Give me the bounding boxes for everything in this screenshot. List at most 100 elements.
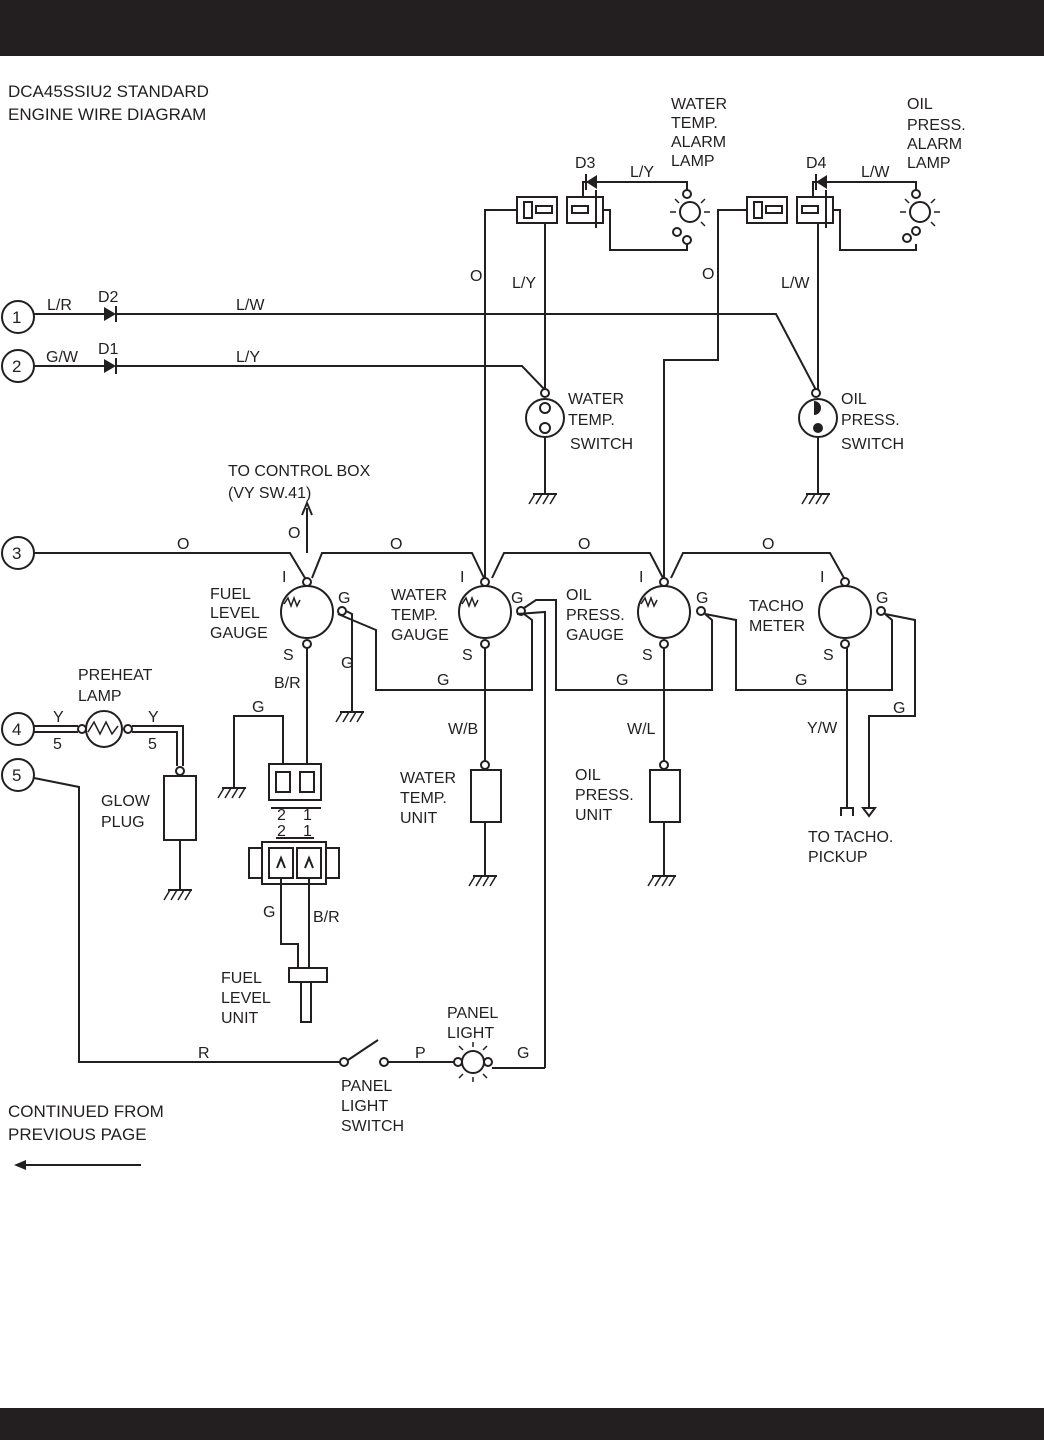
oil-press-gauge-label-2: PRESS. <box>566 607 625 624</box>
oil-gauge-terminal-i: I <box>639 569 643 586</box>
wire-label-riser-o1: O <box>470 268 482 285</box>
wire-label-ctrl-o: O <box>288 525 300 542</box>
wire-label-br-fuel-unit: B/R <box>313 909 340 926</box>
oil-press-unit-label-2: PRESS. <box>575 787 634 804</box>
diode-d4: D4 <box>806 155 827 172</box>
fuel-level-gauge-label-1: FUEL <box>210 586 251 603</box>
tacho-meter-label-2: METER <box>749 618 805 635</box>
wire-label-lamp-op: L/W <box>861 164 890 181</box>
water-temp-unit-label-1: WATER <box>400 770 456 787</box>
wire-label-bus-o4: O <box>762 536 774 553</box>
wire-label-wb: W/B <box>448 721 478 738</box>
glow-plug-label-2: PLUG <box>101 814 145 831</box>
oil-press-switch-label-2: PRESS. <box>841 412 900 429</box>
to-tacho-pickup-label-2: PICKUP <box>808 849 868 866</box>
continued-label-1: CONTINUED FROM <box>8 1102 164 1121</box>
wire-label-p: P <box>415 1045 426 1062</box>
wire-label-t1-line: L/W <box>236 297 265 314</box>
water-temp-switch-label-3: SWITCH <box>570 436 633 453</box>
wire-label-br-top: B/R <box>274 675 301 692</box>
connector-pin-1b: 1 <box>303 823 312 840</box>
oil-press-alarm-lamp-label-3: ALARM <box>907 136 962 153</box>
o-bus-line <box>34 552 845 579</box>
tacho-meter-label-1: TACHO <box>749 598 804 615</box>
fuel-gauge-terminal-g: G <box>338 590 350 607</box>
glow-plug-label-1: GLOW <box>101 793 151 810</box>
to-control-box-label-1: TO CONTROL BOX <box>228 463 371 480</box>
oil-press-unit <box>647 648 681 887</box>
oil-gauge-terminal-s: S <box>642 647 653 664</box>
wire-label-g-panel: G <box>517 1045 529 1062</box>
water-temp-gauge-label-2: TEMP. <box>391 607 438 624</box>
wire-label-riser-o2: O <box>702 266 714 283</box>
diode-d3: D3 <box>575 155 596 172</box>
wire-label-wl: W/L <box>627 721 656 738</box>
water-temp-gauge-label-3: GAUGE <box>391 627 449 644</box>
water-temp-gauge-label-1: WATER <box>391 587 447 604</box>
water-temp-alarm-lamp-label-1: WATER <box>671 96 727 113</box>
wire-label-t1-in: L/R <box>47 297 72 314</box>
wire-label-g-tacho: G <box>893 700 905 717</box>
preheat-lamp-label-1: PREHEAT <box>78 667 153 684</box>
oil-press-alarm-lamp-label-1: OIL <box>907 96 933 113</box>
water-gauge-terminal-g: G <box>511 590 523 607</box>
oil-press-gauge-label-1: OIL <box>566 587 592 604</box>
water-temp-unit-label-2: TEMP. <box>400 790 447 807</box>
water-temp-alarm-circuit <box>484 174 710 578</box>
preheat-lamp <box>34 710 184 766</box>
diagram-title-line-1: DCA45SSIU2 STANDARD <box>8 82 209 101</box>
water-temp-switch <box>525 398 565 505</box>
panel-light-label-2: LIGHT <box>447 1025 494 1042</box>
wire-label-bus-o1: O <box>177 536 189 553</box>
panel-light-switch-label-1: PANEL <box>341 1078 392 1095</box>
wire-label-drop-op: L/W <box>781 275 810 292</box>
terminal-5: 5 <box>1 758 35 792</box>
wire-label-g-ground: G <box>341 655 353 672</box>
wire-label-t2-line: L/Y <box>236 349 260 366</box>
oil-press-alarm-lamp-label-2: PRESS. <box>907 117 966 134</box>
wire-label-yw: Y/W <box>807 720 838 737</box>
oil-gauge-terminal-g: G <box>696 590 708 607</box>
oil-press-switch <box>798 398 838 505</box>
oil-press-gauge <box>637 577 706 649</box>
oil-press-unit-label-3: UNIT <box>575 807 613 824</box>
tacho-terminal-i: I <box>820 569 824 586</box>
oil-press-gauge-label-3: GAUGE <box>566 627 624 644</box>
wire-label-preheat-left: Y <box>53 709 64 726</box>
fuel-gauge-terminal-i: I <box>282 569 286 586</box>
top-bar <box>0 0 1044 56</box>
wire-label-g-fuel-unit: G <box>263 904 275 921</box>
water-temp-alarm-lamp-label-4: LAMP <box>671 153 715 170</box>
svg-text:5: 5 <box>12 766 21 785</box>
oil-press-switch-label-1: OIL <box>841 391 867 408</box>
oil-press-switch-label-3: SWITCH <box>841 436 904 453</box>
preheat-lamp-label-2: LAMP <box>78 688 122 705</box>
to-control-box-arrow <box>301 500 313 553</box>
panel-light-circuit <box>33 777 545 1082</box>
oil-press-alarm-lamp-label-4: LAMP <box>907 155 951 172</box>
to-tacho-pickup-label-1: TO TACHO. <box>808 829 893 846</box>
fuel-gauge-terminal-s: S <box>283 647 294 664</box>
oil-press-alarm-circuit <box>663 174 940 578</box>
g-bus-line <box>337 599 916 1068</box>
tacho-terminal-g: G <box>876 590 888 607</box>
wire-label-g-fuel: G <box>252 699 264 716</box>
wire-label-bus-o3: O <box>578 536 590 553</box>
wire-label-g-bus3: G <box>795 672 807 689</box>
terminal-3: 3 <box>1 536 35 570</box>
fuel-level-connector <box>217 648 340 1023</box>
wire-label-preheat-right-num: 5 <box>148 736 157 753</box>
wire-label-t2-in: G/W <box>46 349 79 366</box>
panel-light-switch-label-3: SWITCH <box>341 1118 404 1135</box>
wire-line-1 <box>34 306 821 398</box>
fuel-level-unit-label-3: UNIT <box>221 1010 259 1027</box>
terminal-4: 4 <box>1 712 35 746</box>
wire-label-g-bus1: G <box>437 672 449 689</box>
connector-pin-1a: 1 <box>303 807 312 824</box>
wire-label-bus-o2: O <box>390 536 402 553</box>
glow-plug <box>163 766 197 901</box>
to-control-box-label-2: (VY SW.41) <box>228 485 311 502</box>
panel-light-label-1: PANEL <box>447 1005 498 1022</box>
diode-d1: D1 <box>98 341 119 358</box>
